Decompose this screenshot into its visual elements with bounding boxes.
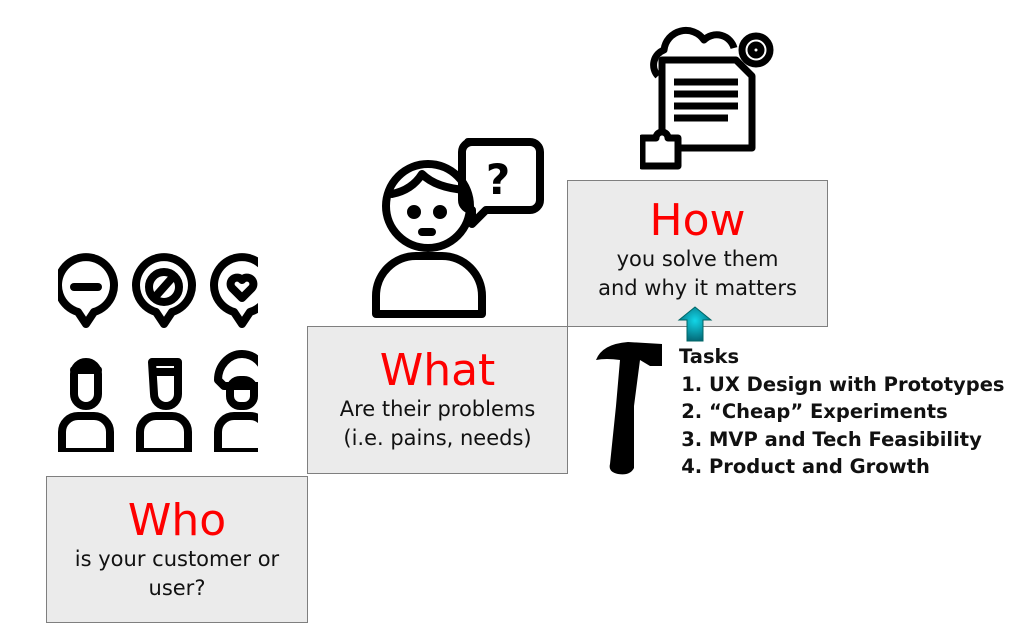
users-icon <box>58 253 258 452</box>
thinking-person-icon: ? <box>372 138 544 318</box>
how-subtitle-line1: you solve them <box>616 247 779 271</box>
hammer-icon <box>596 342 662 475</box>
up-arrow-icon <box>677 306 713 342</box>
tasks-list: Tasks UX Design with Prototypes “Cheap” … <box>679 343 1005 481</box>
what-subtitle-line2: (i.e. pains, needs) <box>343 426 532 450</box>
task-item: “Cheap” Experiments <box>709 398 1005 426</box>
what-subtitle-line1: Are their problems <box>339 397 536 421</box>
what-title: What <box>379 345 496 396</box>
how-title: How <box>649 195 746 246</box>
who-subtitle: is your customer or user? <box>74 547 280 600</box>
how-box: How you solve them and why it matters <box>567 180 828 327</box>
task-item: UX Design with Prototypes <box>709 371 1005 399</box>
what-box: What Are their problems (i.e. pains, nee… <box>307 326 568 474</box>
who-box: Who is your customer or user? <box>46 476 308 623</box>
cloud-document-gear-icon <box>640 27 774 170</box>
svg-text:?: ? <box>486 155 510 204</box>
who-title: Who <box>127 495 227 546</box>
tasks-heading: Tasks <box>679 345 740 368</box>
how-subtitle-line2: and why it matters <box>598 276 797 300</box>
task-item: Product and Growth <box>709 453 1005 481</box>
task-item: MVP and Tech Feasibility <box>709 426 1005 454</box>
